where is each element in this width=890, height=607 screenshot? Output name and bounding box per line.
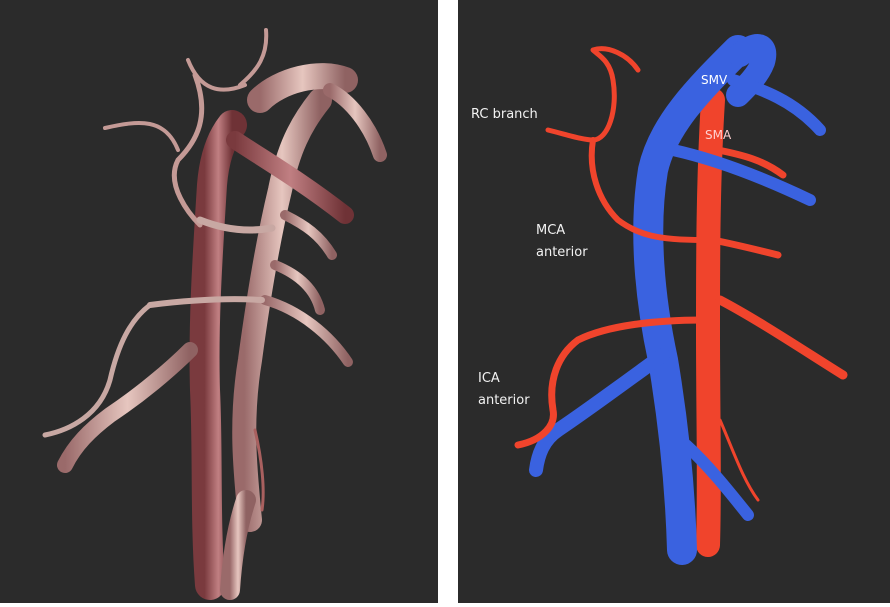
label-smv: SMV xyxy=(701,73,727,87)
render-top-right-branch xyxy=(330,90,380,155)
vessel-schematic xyxy=(458,0,890,603)
rc-branch-artery xyxy=(548,49,638,140)
label-ica-line1: ICA xyxy=(478,370,500,387)
mca-branch-right xyxy=(713,240,778,255)
render-left-top-branch xyxy=(105,123,178,150)
sma-branch-lower-right xyxy=(720,300,843,375)
label-mca-line2: anterior xyxy=(536,244,588,261)
label-sma: SMA xyxy=(705,128,731,142)
render-main-trunk-left xyxy=(205,125,232,585)
panel-schematic: SMV SMA RC branch MCA anterior ICA anter… xyxy=(458,0,890,603)
label-rc-branch: RC branch xyxy=(471,106,538,123)
label-ica-line2: anterior xyxy=(478,392,530,409)
smv-branch-right-1 xyxy=(733,80,820,130)
render-thin-top-loop xyxy=(240,30,266,85)
render-right-branch-3 xyxy=(265,300,348,362)
panel-3d-render xyxy=(0,0,438,603)
label-mca-line1: MCA xyxy=(536,222,565,239)
render-left-lower-branch xyxy=(65,350,190,465)
render-lower-trunk xyxy=(230,500,246,590)
render-right-branch-1 xyxy=(285,215,332,255)
vessel-3d-render xyxy=(0,0,438,603)
